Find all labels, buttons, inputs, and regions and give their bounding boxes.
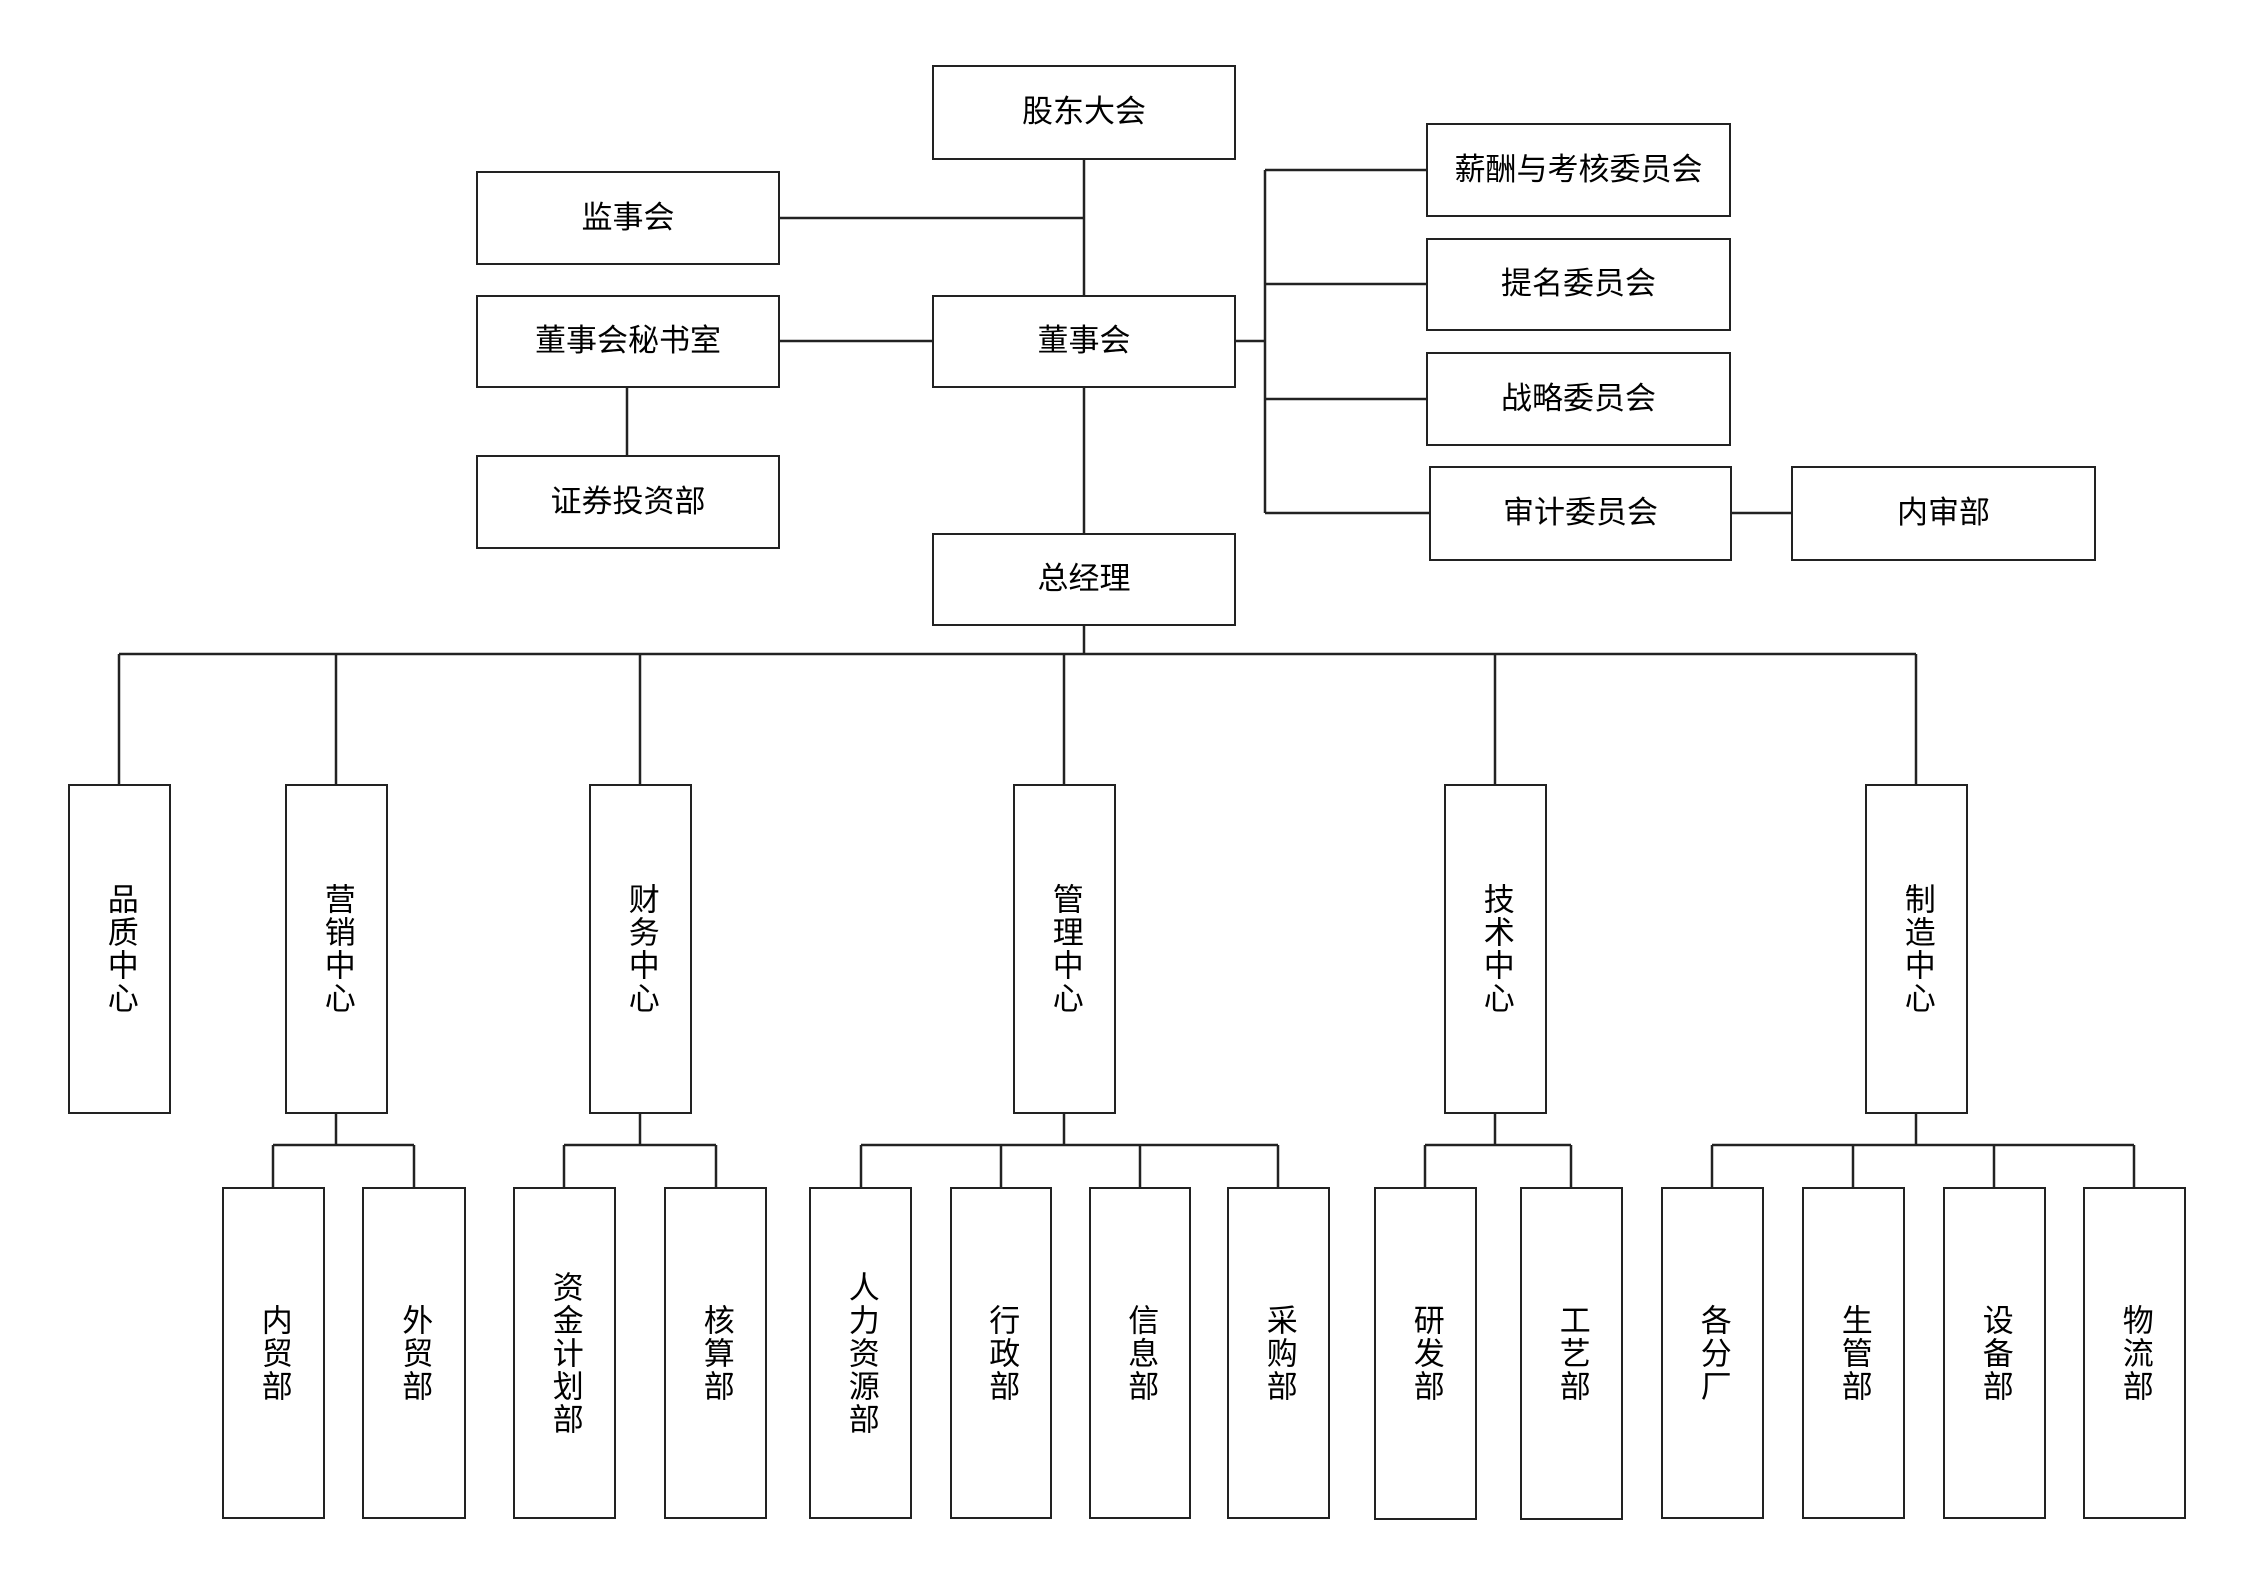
supervisory-board-label: 监事会 xyxy=(581,199,675,236)
accounting-dept-box: 核算部 xyxy=(664,1187,767,1519)
shareholders-meeting-box: 股东大会 xyxy=(932,65,1236,160)
info-dept-label: 信息部 xyxy=(1122,1303,1159,1403)
securities-investment-dept-label: 证券投资部 xyxy=(550,483,706,520)
management-center-label: 管理中心 xyxy=(1046,883,1083,1015)
quality-center-box: 品质中心 xyxy=(68,784,171,1114)
marketing-center-box: 营销中心 xyxy=(285,784,388,1114)
strategy-committee-label: 战略委员会 xyxy=(1501,380,1656,417)
internal-audit-dept-label: 内审部 xyxy=(1897,495,1990,531)
manufacturing-center-box: 制造中心 xyxy=(1865,784,1968,1114)
securities-investment-dept-box: 证券投资部 xyxy=(476,455,780,549)
technology-center-box: 技术中心 xyxy=(1444,784,1547,1114)
strategy-committee-box: 战略委员会 xyxy=(1426,352,1731,446)
rnd-dept-label: 研发部 xyxy=(1407,1304,1444,1403)
process-dept-box: 工艺部 xyxy=(1520,1187,1623,1520)
admin-dept-box: 行政部 xyxy=(950,1187,1052,1519)
logistics-dept-label: 物流部 xyxy=(2116,1303,2153,1403)
board-secretary-office-label: 董事会秘书室 xyxy=(535,323,721,359)
fund-planning-dept-label: 资金计划部 xyxy=(546,1270,583,1436)
branch-factories-label: 各分厂 xyxy=(1694,1303,1731,1403)
compensation-committee-label: 薪酬与考核委员会 xyxy=(1454,151,1703,188)
audit-committee-box: 审计委员会 xyxy=(1429,466,1732,561)
hr-dept-label: 人力资源部 xyxy=(842,1270,879,1436)
foreign-trade-dept-box: 外贸部 xyxy=(362,1187,466,1519)
admin-dept-label: 行政部 xyxy=(983,1303,1020,1403)
board-secretary-office-box: 董事会秘书室 xyxy=(476,295,780,388)
production-mgmt-dept-label: 生管部 xyxy=(1835,1303,1872,1403)
domestic-trade-dept-box: 内贸部 xyxy=(222,1187,325,1519)
supervisory-board-box: 监事会 xyxy=(476,171,780,265)
finance-center-label: 财务中心 xyxy=(622,883,659,1015)
equipment-dept-box: 设备部 xyxy=(1943,1187,2046,1519)
purchasing-dept-box: 采购部 xyxy=(1227,1187,1330,1519)
rnd-dept-box: 研发部 xyxy=(1374,1187,1477,1520)
compensation-committee-box: 薪酬与考核委员会 xyxy=(1426,123,1731,217)
process-dept-label: 工艺部 xyxy=(1553,1304,1590,1403)
accounting-dept-label: 核算部 xyxy=(697,1303,734,1403)
purchasing-dept-label: 采购部 xyxy=(1260,1303,1297,1403)
fund-planning-dept-box: 资金计划部 xyxy=(513,1187,616,1519)
general-manager-label: 总经理 xyxy=(1037,561,1131,597)
management-center-box: 管理中心 xyxy=(1013,784,1116,1114)
audit-committee-label: 审计委员会 xyxy=(1503,495,1658,531)
general-manager-box: 总经理 xyxy=(932,533,1236,626)
equipment-dept-label: 设备部 xyxy=(1976,1303,2013,1403)
marketing-center-label: 营销中心 xyxy=(318,883,355,1015)
branch-factories-box: 各分厂 xyxy=(1661,1187,1764,1519)
domestic-trade-dept-label: 内贸部 xyxy=(255,1303,292,1403)
info-dept-box: 信息部 xyxy=(1089,1187,1191,1519)
logistics-dept-box: 物流部 xyxy=(2083,1187,2186,1519)
nomination-committee-label: 提名委员会 xyxy=(1501,266,1656,302)
hr-dept-box: 人力资源部 xyxy=(809,1187,912,1519)
shareholders-meeting-label: 股东大会 xyxy=(1022,94,1146,130)
nomination-committee-box: 提名委员会 xyxy=(1426,238,1731,331)
board-of-directors-label: 董事会 xyxy=(1037,323,1131,359)
manufacturing-center-label: 制造中心 xyxy=(1898,883,1935,1015)
technology-center-label: 技术中心 xyxy=(1477,883,1514,1015)
quality-center-label: 品质中心 xyxy=(101,883,138,1015)
foreign-trade-dept-label: 外贸部 xyxy=(396,1303,433,1403)
board-of-directors-box: 董事会 xyxy=(932,295,1236,388)
finance-center-box: 财务中心 xyxy=(589,784,692,1114)
production-mgmt-dept-box: 生管部 xyxy=(1802,1187,1905,1519)
internal-audit-dept-box: 内审部 xyxy=(1791,466,2096,561)
